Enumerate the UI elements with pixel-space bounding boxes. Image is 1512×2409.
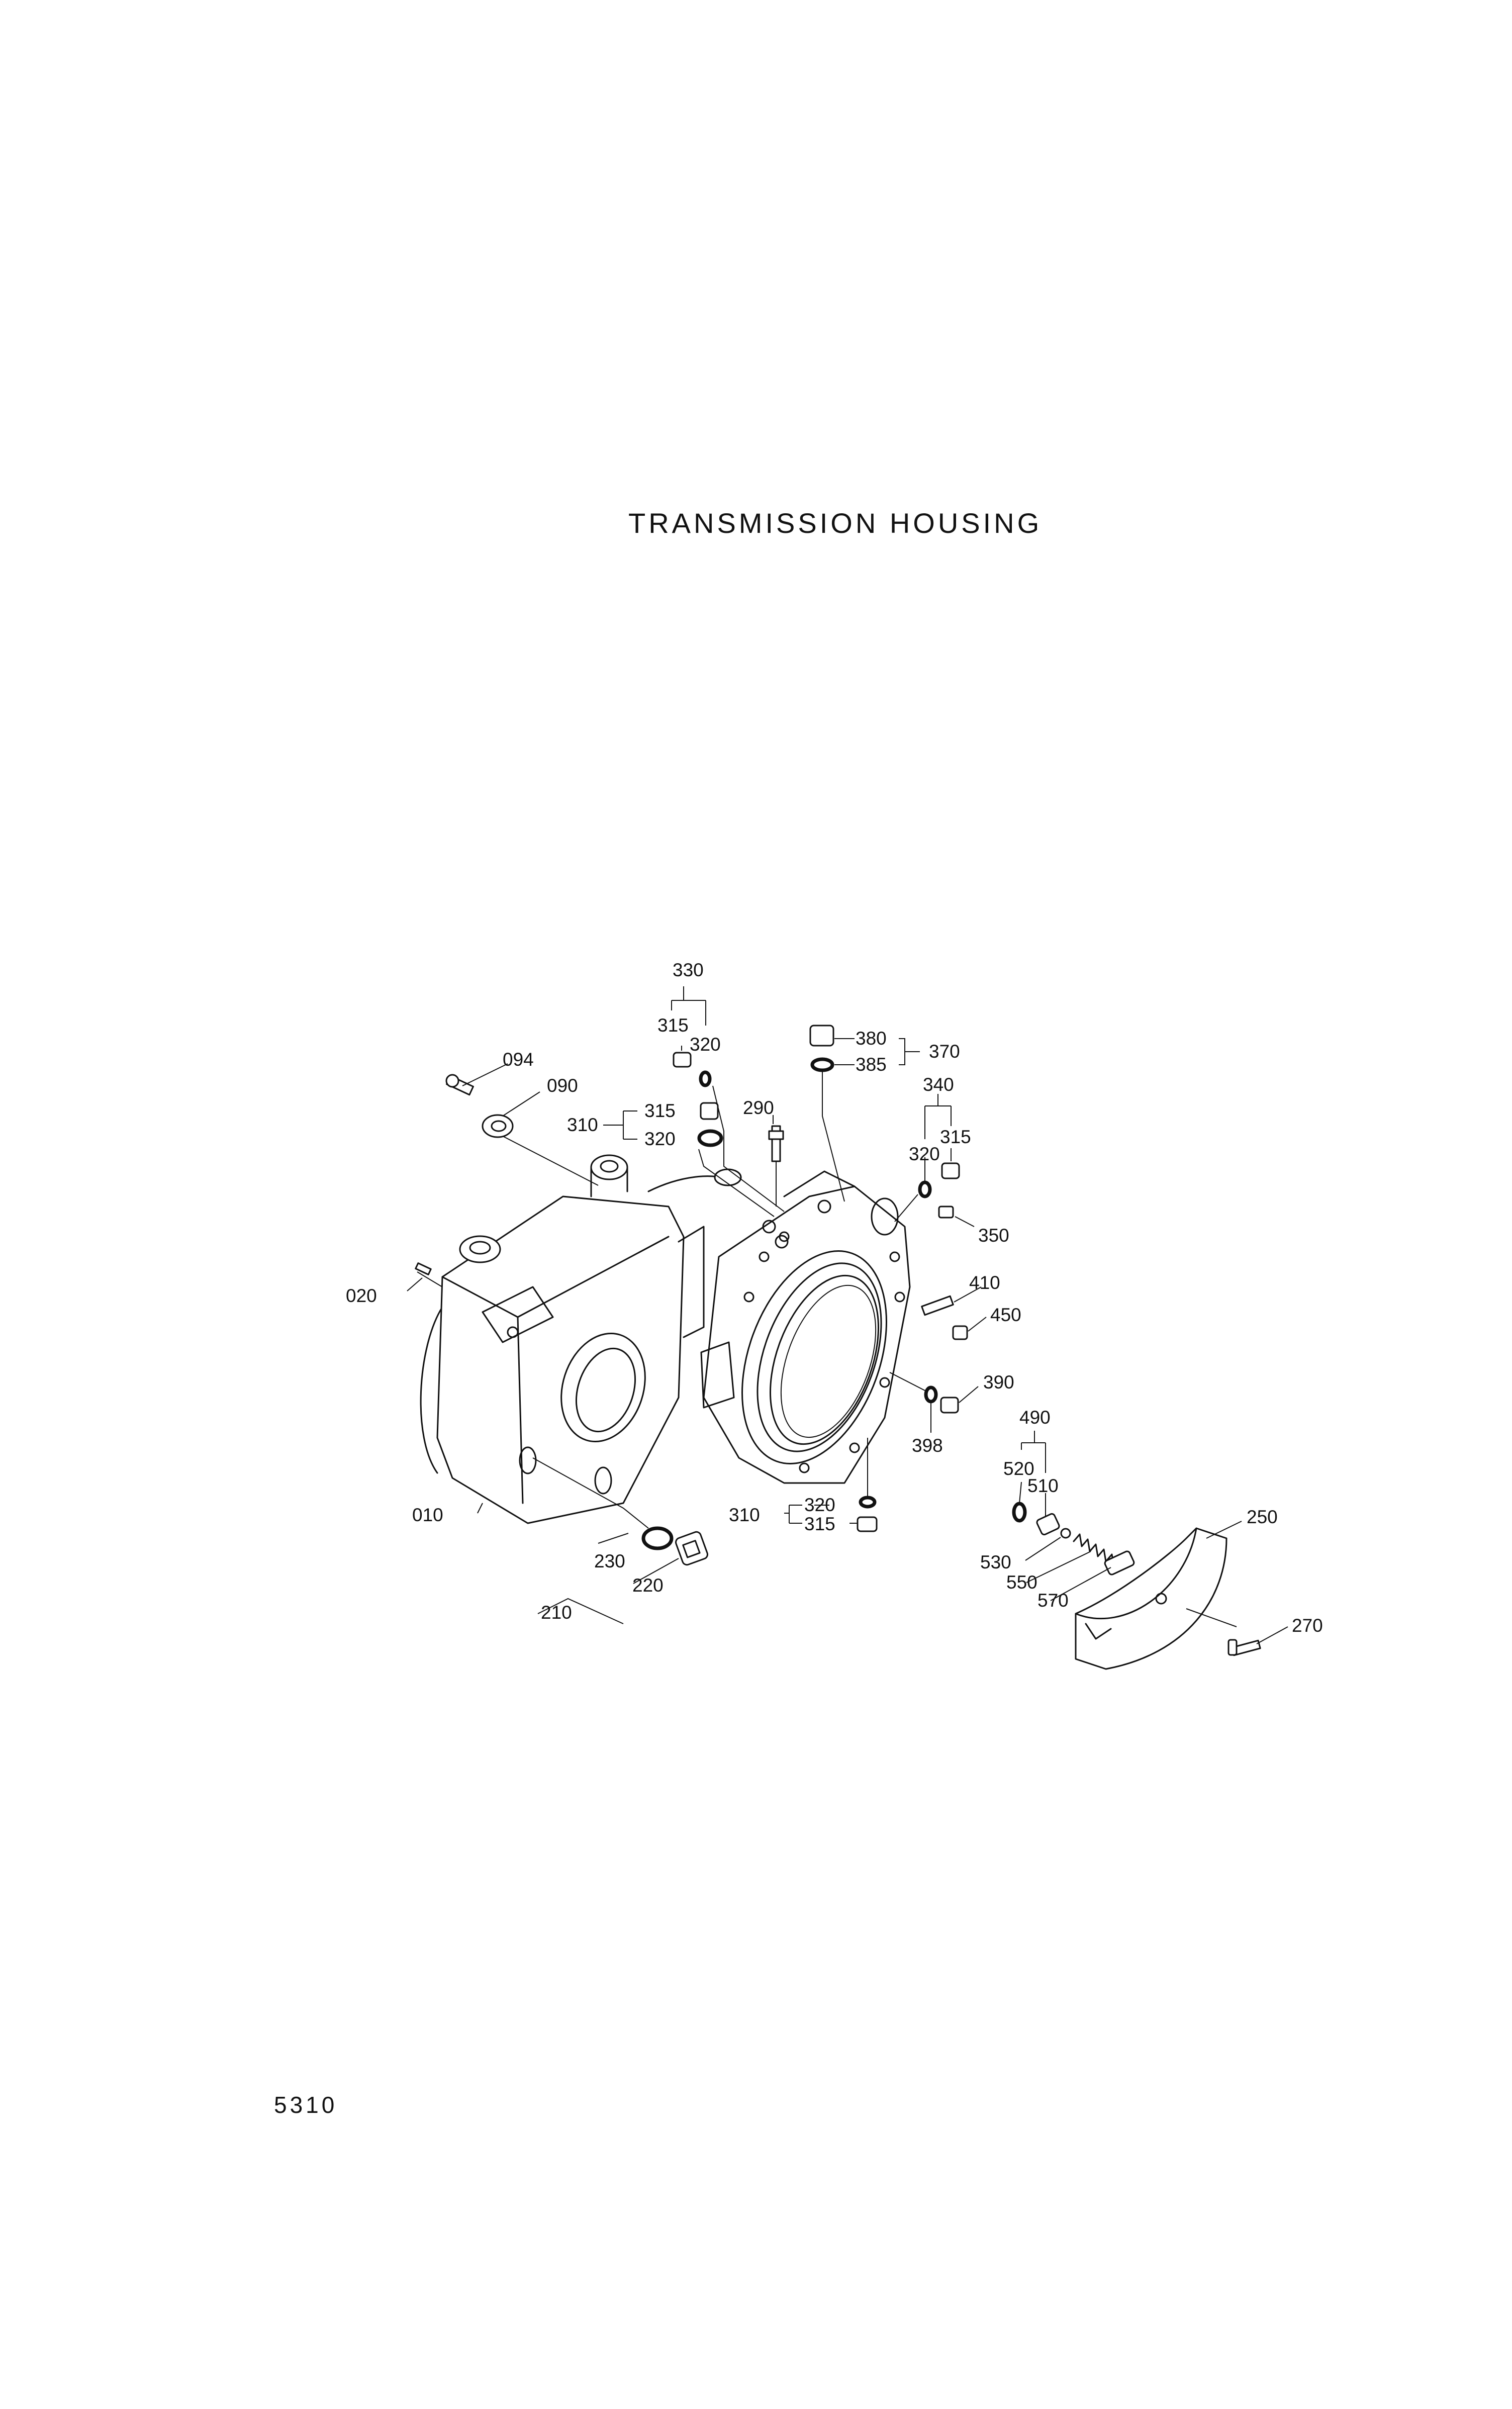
callout-270: 270 <box>1292 1615 1323 1636</box>
plug-380 <box>809 1025 834 1047</box>
plug-315-top <box>673 1052 692 1068</box>
plug-220 <box>675 1531 708 1566</box>
callout-230: 230 <box>594 1551 625 1571</box>
plug-350 <box>938 1206 954 1219</box>
oring-398 <box>924 1385 938 1404</box>
callout-570: 570 <box>1037 1590 1069 1611</box>
oring-320-top <box>699 1070 712 1087</box>
pin-020 <box>415 1262 432 1275</box>
callout-380: 380 <box>856 1028 887 1049</box>
callout-094: 094 <box>503 1049 534 1070</box>
leader-lines <box>407 986 1288 1644</box>
callout-210: 210 <box>541 1602 572 1623</box>
page-number: 5310 <box>274 2092 338 2118</box>
callout-340: 340 <box>923 1074 954 1095</box>
callout-385: 385 <box>856 1054 887 1075</box>
callout-315: 315 <box>644 1100 676 1121</box>
callout-520: 520 <box>1003 1458 1034 1479</box>
oring-520 <box>1012 1502 1027 1523</box>
callout-020: 020 <box>346 1285 377 1306</box>
callout-315: 315 <box>804 1514 835 1534</box>
callout-330: 330 <box>673 960 704 980</box>
callout-320: 320 <box>644 1129 676 1149</box>
callout-370: 370 <box>929 1041 960 1062</box>
callout-450: 450 <box>990 1305 1021 1325</box>
oring-320-right <box>918 1180 932 1198</box>
callout-290: 290 <box>743 1097 774 1118</box>
callout-250: 250 <box>1247 1507 1278 1527</box>
valve-510 <box>1036 1513 1060 1536</box>
callout-390: 390 <box>983 1372 1014 1393</box>
plug-315-bottom <box>857 1516 878 1532</box>
callout-labels: 330 315 320 094 090 310 315 320 290 380 … <box>346 960 1323 1636</box>
plug-390 <box>940 1397 959 1414</box>
oring-230 <box>641 1526 674 1550</box>
callout-550: 550 <box>1006 1572 1037 1593</box>
callout-010: 010 <box>412 1505 443 1525</box>
callout-320: 320 <box>690 1034 721 1055</box>
callout-490: 490 <box>1019 1407 1051 1428</box>
callout-510: 510 <box>1027 1475 1059 1496</box>
callout-315: 315 <box>940 1127 971 1147</box>
callout-410: 410 <box>969 1272 1000 1293</box>
fitting-410 <box>921 1295 954 1316</box>
cover-090 <box>482 1114 514 1138</box>
callout-530: 530 <box>980 1552 1011 1572</box>
callout-220: 220 <box>632 1575 664 1596</box>
plug-570 <box>1104 1550 1135 1576</box>
oring-320-left <box>697 1129 723 1147</box>
callout-310: 310 <box>567 1115 598 1135</box>
ball-530 <box>1060 1528 1071 1539</box>
oring-320-bottom <box>859 1496 877 1509</box>
cover-250 <box>1075 1527 1227 1670</box>
callout-350: 350 <box>978 1225 1009 1246</box>
bolt-094 <box>445 1074 474 1096</box>
housing-body-010 <box>420 1154 911 1524</box>
diagram-title: TRANSMISSION HOUSING <box>628 507 1043 539</box>
fitting-290 <box>768 1125 784 1162</box>
oring-385 <box>810 1057 834 1072</box>
plug-315-right <box>941 1162 960 1179</box>
callout-090: 090 <box>547 1075 578 1096</box>
plug-450 <box>952 1325 968 1340</box>
callout-398: 398 <box>912 1435 943 1456</box>
callout-310: 310 <box>729 1505 760 1525</box>
spring-550 <box>1073 1533 1121 1567</box>
callout-320: 320 <box>804 1495 835 1515</box>
bolt-270 <box>1227 1639 1261 1656</box>
callout-320: 320 <box>909 1144 940 1164</box>
plug-315-left <box>700 1102 719 1120</box>
callout-315: 315 <box>657 1015 689 1036</box>
